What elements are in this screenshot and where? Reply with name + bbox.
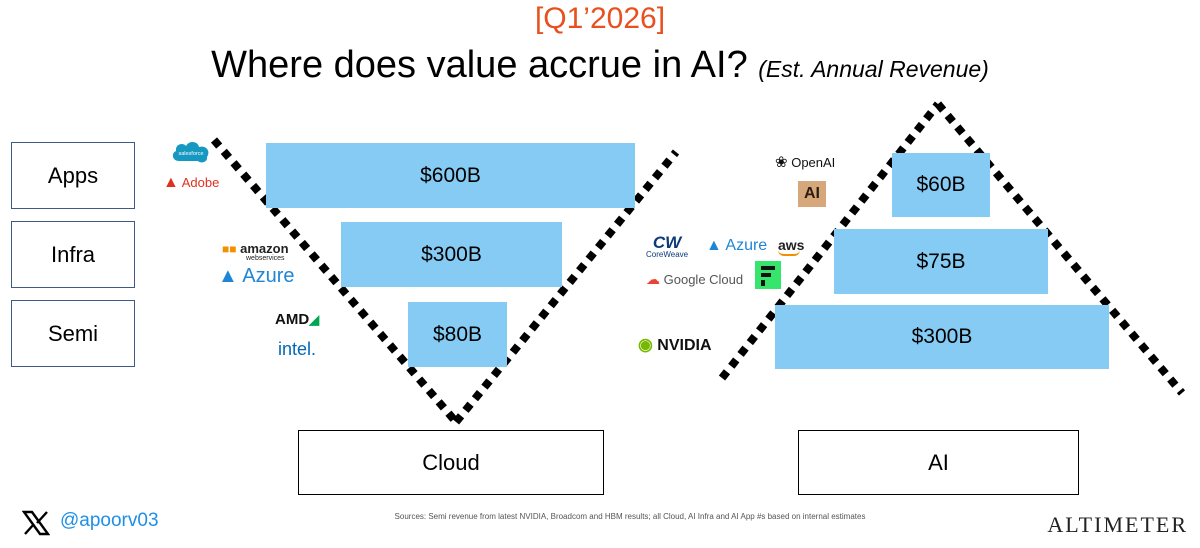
crusoe-logo-icon <box>755 261 781 289</box>
ai-right-line <box>934 101 1186 396</box>
source-note: Sources: Semi revenue from latest NVIDIA… <box>394 512 866 521</box>
altimeter-logo: ALTIMETER <box>1047 512 1188 537</box>
x-icon <box>21 510 51 541</box>
openai-icon: ❀ <box>775 154 788 171</box>
amd-arrow-icon: ◢ <box>309 312 320 327</box>
salesforce-logo-text: salesforce <box>178 151 203 157</box>
layer-label-infra: Infra <box>11 221 135 288</box>
aws-smile-icon <box>778 250 800 256</box>
google-cloud-logo: ☁ Google Cloud <box>646 271 744 287</box>
nvidia-eye-icon: ◉ <box>638 335 653 354</box>
adobe-icon: ▲ <box>163 174 179 191</box>
ai-apps-bar: $60B <box>892 153 990 217</box>
layer-label-apps: Apps <box>11 142 135 209</box>
azure-icon: ▲ <box>218 265 238 287</box>
title-text: Where does value accrue in AI? <box>211 44 748 86</box>
openai-logo: ❀ OpenAI <box>775 154 836 171</box>
ai-base-box: AI <box>798 430 1079 495</box>
aws-cubes-icon: ■■ <box>222 242 237 256</box>
google-cloud-icon: ☁ <box>646 271 660 287</box>
title-subtitle: (Est. Annual Revenue) <box>758 56 989 82</box>
nvidia-logo: ◉ NVIDIA <box>638 335 712 354</box>
salesforce-logo: salesforce <box>170 137 212 170</box>
slide-title: Where does value accrue in AI? (Est. Ann… <box>0 44 1200 87</box>
ai-semi-bar: $300B <box>775 305 1109 369</box>
cloud-base-box: Cloud <box>298 430 604 495</box>
coreweave-icon: CW <box>652 233 682 252</box>
azure-logo-ai: ▲ Azure <box>706 237 768 254</box>
ai-left-line <box>718 101 942 381</box>
author-handle[interactable]: @apoorv03 <box>60 510 159 531</box>
adobe-logo: ▲ Adobe <box>163 174 220 191</box>
coreweave-logo: CW CoreWeave <box>646 233 689 259</box>
cloud-infra-bar: $300B <box>341 222 562 287</box>
cloud-left-line <box>210 137 460 425</box>
ai-infra-bar: $75B <box>834 229 1048 294</box>
cloud-semi-bar: $80B <box>408 302 507 367</box>
azure-icon: ▲ <box>706 237 722 254</box>
anthropic-logo: AI <box>798 181 826 207</box>
cloud-right-line <box>452 149 680 425</box>
cloud-apps-bar: $600B <box>266 143 635 208</box>
period-label: [Q1’2026] <box>534 2 666 35</box>
intel-logo: intel. <box>278 339 317 359</box>
azure-logo-cloud: ▲ Azure <box>218 265 295 287</box>
aws-logo: aws <box>778 238 804 256</box>
amd-logo: AMD◢ <box>275 311 320 328</box>
layer-label-semi: Semi <box>11 300 135 367</box>
amazon-webservices-logo: ■■ amazon webservices <box>222 241 289 262</box>
